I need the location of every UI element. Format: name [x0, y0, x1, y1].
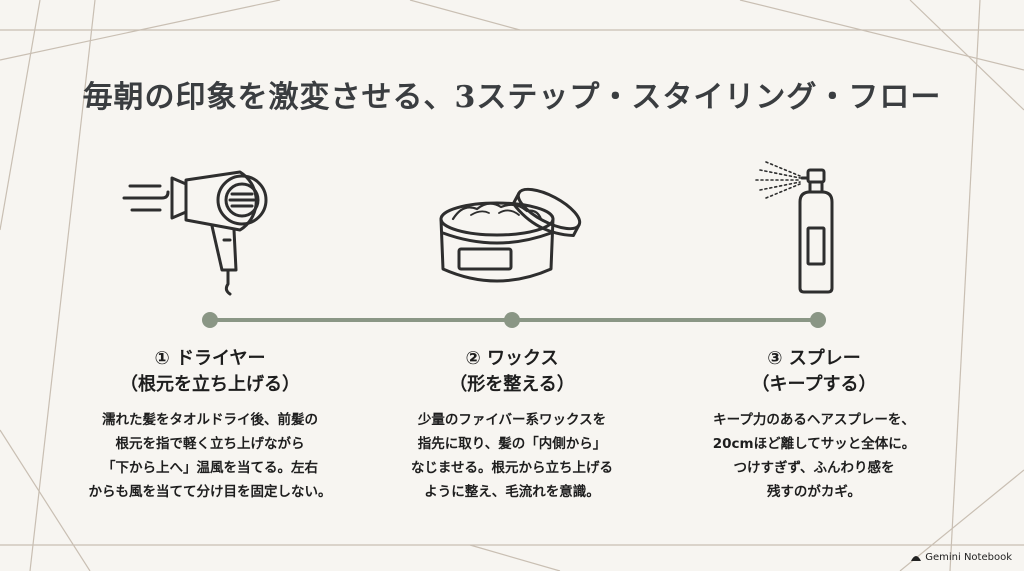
description-line: ように整え、毛流れを意識。 — [424, 484, 600, 500]
step-description: 少量のファイバー系ワックスを 指先に取り、髪の「内側から」 なじませる。根元から… — [362, 408, 662, 504]
description-line: 20cmほど離してサッと全体に。 — [712, 436, 916, 452]
step-subtitle: （根元を立ち上げる） — [120, 374, 300, 395]
timeline — [202, 312, 826, 328]
step-title: ② ワックス — [465, 348, 559, 369]
step-description: キープ力のあるヘアスプレーを、 20cmほど離してサッと全体に。 つけすぎず、ふ… — [664, 408, 964, 504]
description-line: からも風を当てて分け目を固定しない。 — [88, 484, 332, 500]
description-line: 根元を指で軽く立ち上げながら — [115, 436, 305, 452]
step-subtitle: （キープする） — [751, 374, 877, 395]
description-line: なじませる。根元から立ち上げる — [410, 460, 614, 476]
spray-bottle-icon — [755, 161, 834, 294]
brand-mark: Gemini Notebook — [910, 552, 1012, 563]
wax-jar-icon — [439, 187, 582, 283]
description-line: 濡れた髪をタオルドライ後、前髪の — [102, 412, 318, 428]
step-wax: ② ワックス （形を整える） 少量のファイバー系ワックスを 指先に取り、髪の「内… — [362, 346, 662, 504]
hair-dryer-icon — [122, 170, 268, 296]
description-line: 「下から上へ」温風を当てる。左右 — [102, 460, 318, 476]
step-subtitle: （形を整える） — [449, 374, 575, 395]
step-dryer: ① ドライヤー （根元を立ち上げる） 濡れた髪をタオルドライ後、前髪の 根元を指… — [60, 346, 360, 504]
page-title: 毎朝の印象を激変させる、3ステップ・スタイリング・フロー — [82, 80, 942, 115]
description-line: つけすぎず、ふんわり感を — [733, 460, 895, 476]
step-spray: ③ スプレー （キープする） キープ力のあるヘアスプレーを、 20cmほど離して… — [664, 346, 964, 504]
step-title: ① ドライヤー — [154, 348, 266, 369]
timeline-node-1 — [202, 312, 218, 328]
brand-label: Gemini Notebook — [925, 552, 1012, 563]
description-line: キープ力のあるヘアスプレーを、 — [713, 412, 915, 428]
description-line: 少量のファイバー系ワックスを — [417, 412, 607, 428]
timeline-node-3 — [810, 312, 826, 328]
timeline-node-2 — [504, 312, 520, 328]
notebook-logo-icon — [911, 556, 922, 561]
description-line: 指先に取り、髪の「内側から」 — [417, 436, 607, 452]
description-line: 残すのがカギ。 — [766, 484, 862, 500]
step-title: ③ スプレー — [767, 348, 861, 369]
step-description: 濡れた髪をタオルドライ後、前髪の 根元を指で軽く立ち上げながら 「下から上へ」温… — [60, 408, 360, 504]
